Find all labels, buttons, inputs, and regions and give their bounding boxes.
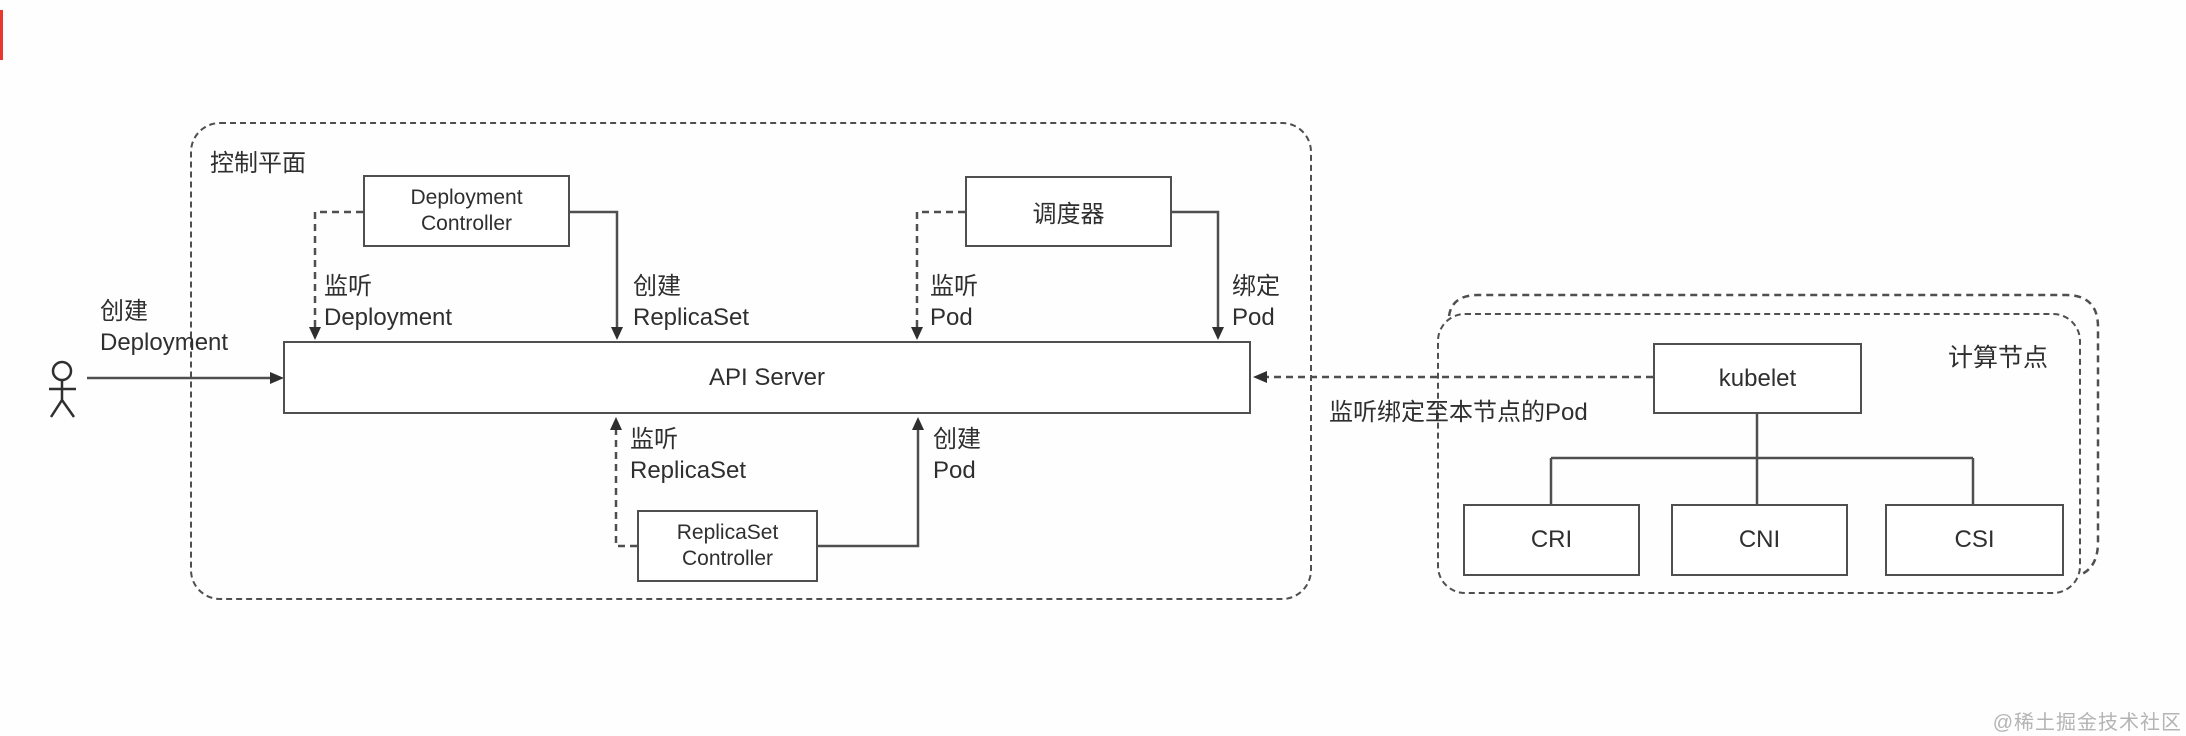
label-watch-bound-pod: 监听绑定至本节点的Pod bbox=[1329, 399, 1588, 426]
arrow-watch-replicaset-line bbox=[614, 427, 637, 548]
user-actor-icon bbox=[49, 360, 76, 418]
arrowhead-watch-pod bbox=[911, 327, 923, 340]
arrowhead-create-deployment bbox=[270, 372, 284, 384]
runtime-connector-line bbox=[1549, 456, 1975, 504]
arrow-create-replicaset-line bbox=[570, 210, 619, 330]
arrow-watch-deployment-line bbox=[313, 210, 363, 330]
label-create-deployment: 创建 Deployment bbox=[100, 298, 229, 356]
label-watch-replicaset: 监听 ReplicaSet bbox=[630, 426, 747, 484]
label-create-pod: 创建 Pod bbox=[933, 426, 981, 484]
compute-node-label: 计算节点 bbox=[1948, 344, 2049, 372]
compute-node-back-boundary bbox=[1447, 293, 2100, 576]
arrowhead-create-pod bbox=[912, 417, 924, 430]
arrowhead-watch-bound-pod bbox=[1253, 371, 1267, 383]
compute-node-boundary bbox=[1437, 313, 2081, 594]
label-watch-pod: 监听 Pod bbox=[930, 273, 978, 331]
juejin-watermark: @稀土掘金技术社区 bbox=[1992, 712, 2182, 734]
arrowhead-watch-deployment bbox=[309, 327, 321, 340]
cni-node: CNI bbox=[1671, 504, 1848, 576]
label-bind-pod: 绑定 Pod bbox=[1232, 273, 1280, 331]
label-watch-deployment: 监听 Deployment bbox=[324, 273, 453, 331]
label-create-replicaset: 创建 ReplicaSet bbox=[633, 273, 750, 331]
arrowhead-create-replicaset bbox=[611, 327, 623, 340]
arrow-watch-pod-line bbox=[915, 210, 965, 330]
replicaset-controller-node: ReplicaSet Controller bbox=[637, 510, 818, 582]
kubelet-node: kubelet bbox=[1653, 343, 1862, 414]
cri-node: CRI bbox=[1463, 504, 1640, 576]
arrowhead-bind-pod bbox=[1212, 327, 1224, 340]
deployment-controller-node: Deployment Controller bbox=[363, 175, 570, 247]
screen-edge-red-artifact bbox=[0, 10, 3, 60]
control-plane-boundary bbox=[190, 122, 1312, 600]
arrow-bind-pod-line bbox=[1172, 210, 1220, 330]
arrowhead-watch-replicaset bbox=[610, 417, 622, 430]
api-server-node: API Server bbox=[283, 341, 1251, 414]
arrow-create-pod-line bbox=[818, 427, 920, 548]
csi-node: CSI bbox=[1885, 504, 2064, 576]
scheduler-node: 调度器 bbox=[965, 176, 1172, 247]
control-plane-label: 控制平面 bbox=[210, 150, 306, 177]
